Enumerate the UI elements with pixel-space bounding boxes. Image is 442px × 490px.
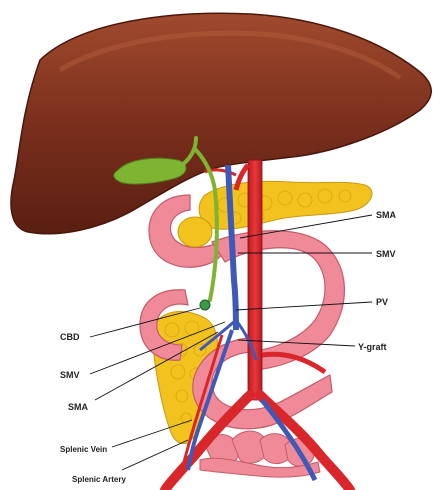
label-sma-right: SMA xyxy=(376,210,397,220)
label-splenic-vein: Splenic Vein xyxy=(60,445,107,454)
cbd-anastomosis xyxy=(200,300,210,310)
label-smv-left: SMV xyxy=(60,370,80,380)
label-y-graft: Y-graft xyxy=(358,342,387,352)
aorta xyxy=(248,160,262,400)
label-pv: PV xyxy=(376,297,388,307)
leader-splenic-artery xyxy=(122,440,188,470)
label-sma-left: SMA xyxy=(68,402,89,412)
label-cbd: CBD xyxy=(60,332,80,342)
label-splenic-artery: Splenic Artery xyxy=(72,475,126,484)
label-smv-right: SMV xyxy=(376,249,396,259)
pancreas-in-loop xyxy=(178,217,212,247)
